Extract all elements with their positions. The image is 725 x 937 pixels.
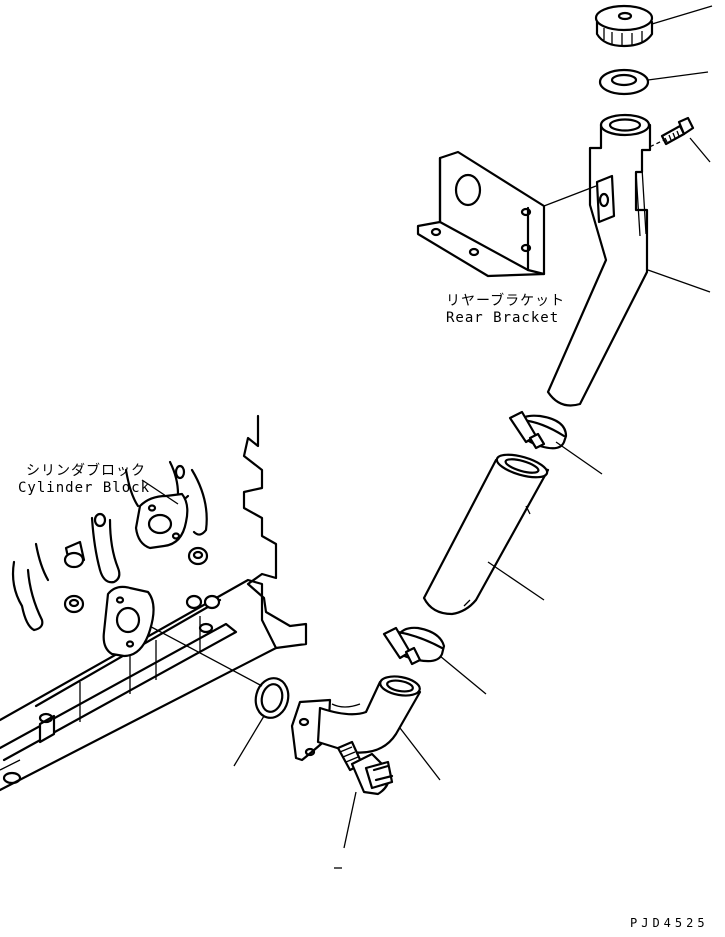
mounting-bolt	[660, 116, 695, 146]
rear-bracket-label-jp: リヤーブラケット	[446, 293, 566, 309]
filler-cap	[594, 4, 654, 48]
o-ring	[254, 677, 290, 719]
rear-bracket	[416, 150, 546, 278]
lower-hose-clamp	[382, 626, 446, 666]
rear-bracket-label-en: Rear Bracket	[446, 310, 560, 326]
cylinder-block	[0, 414, 308, 792]
drawing-code: PJD4525	[630, 916, 709, 930]
elbow-pipe	[290, 675, 422, 762]
gasket-washer	[598, 68, 650, 96]
rubber-hose	[422, 453, 550, 616]
upper-hose-clamp	[508, 410, 568, 450]
cylinder-block-label-en: Cylinder Block	[18, 480, 151, 496]
cylinder-block-label-jp: シリンダブロック	[26, 463, 146, 479]
filler-neck-pipe	[546, 113, 652, 407]
flange-bolt	[336, 740, 394, 796]
